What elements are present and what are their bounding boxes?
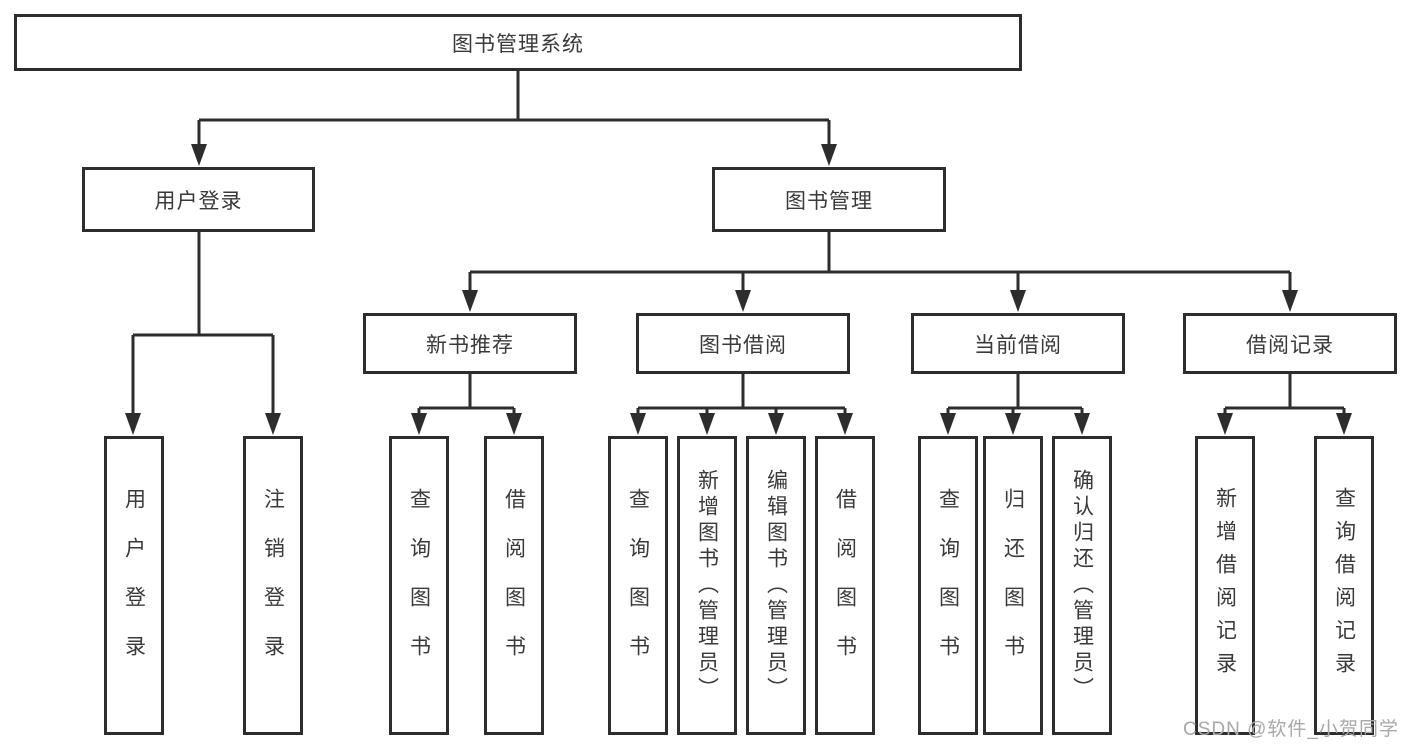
leaf-borrow-books-borrowing: 借阅图书 xyxy=(815,436,875,735)
node-label: 借阅记录 xyxy=(1246,333,1334,357)
node-library-management-system: 图书管理系统 xyxy=(14,14,1022,71)
csdn-watermark: CSDN @软件_小贺同学 xyxy=(1183,719,1399,740)
leaf-label: 用户登录 xyxy=(122,487,146,684)
leaf-label: 借阅图书 xyxy=(833,487,857,684)
leaf-label: 查询图书 xyxy=(626,487,650,684)
leaf-label: 查询图书 xyxy=(407,487,431,684)
leaf-label: 归还图书 xyxy=(1001,487,1025,684)
leaf-label: 新增借阅记录 xyxy=(1213,486,1237,685)
leaf-label: 注销登录 xyxy=(261,487,285,684)
leaf-query-borrow-record: 查询借阅记录 xyxy=(1314,436,1374,735)
node-borrowing-records: 借阅记录 xyxy=(1183,313,1397,374)
node-label: 用户登录 xyxy=(154,189,243,213)
connector-current-children xyxy=(940,374,1090,435)
leaf-add-books-admin: 新增图书（管理员） xyxy=(677,436,737,735)
node-label: 当前借阅 xyxy=(974,333,1062,357)
leaf-return-books: 归还图书 xyxy=(983,436,1043,735)
node-label: 图书借阅 xyxy=(699,333,787,357)
leaf-user-login: 用户登录 xyxy=(104,436,164,735)
leaf-confirm-return-admin: 确认归还（管理员） xyxy=(1052,436,1112,735)
leaf-label: 新增图书（管理员） xyxy=(695,468,719,703)
leaf-query-books-current: 查询图书 xyxy=(918,436,978,735)
node-book-borrowing: 图书借阅 xyxy=(636,313,850,374)
node-label: 图书管理系统 xyxy=(452,32,584,56)
connector-borrowing-children xyxy=(630,374,853,435)
connector-recommend-children xyxy=(411,374,522,435)
node-user-login: 用户登录 xyxy=(82,167,315,232)
leaf-label: 确认归还（管理员） xyxy=(1070,468,1094,703)
connector-root-to-level2 xyxy=(191,70,837,166)
leaf-logout: 注销登录 xyxy=(243,436,303,735)
node-label: 新书推荐 xyxy=(426,333,514,357)
leaf-borrow-books-recommend: 借阅图书 xyxy=(484,436,544,735)
node-current-borrowing: 当前借阅 xyxy=(911,313,1125,374)
node-new-book-recommendation: 新书推荐 xyxy=(363,313,577,374)
leaf-label: 查询图书 xyxy=(936,487,960,684)
leaf-query-books-borrowing: 查询图书 xyxy=(608,436,668,735)
connector-records-children xyxy=(1217,374,1352,435)
node-label: 图书管理 xyxy=(785,189,873,213)
leaf-edit-books-admin: 编辑图书（管理员） xyxy=(746,436,806,735)
leaf-label: 借阅图书 xyxy=(502,487,526,684)
connector-user-login-children xyxy=(125,232,281,435)
node-book-management: 图书管理 xyxy=(712,167,946,232)
leaf-query-books-recommend: 查询图书 xyxy=(389,436,449,735)
connector-book-mgmt-children xyxy=(462,232,1298,312)
leaf-label: 编辑图书（管理员） xyxy=(764,468,788,703)
leaf-add-borrow-record: 新增借阅记录 xyxy=(1195,436,1255,735)
leaf-label: 查询借阅记录 xyxy=(1332,486,1356,685)
